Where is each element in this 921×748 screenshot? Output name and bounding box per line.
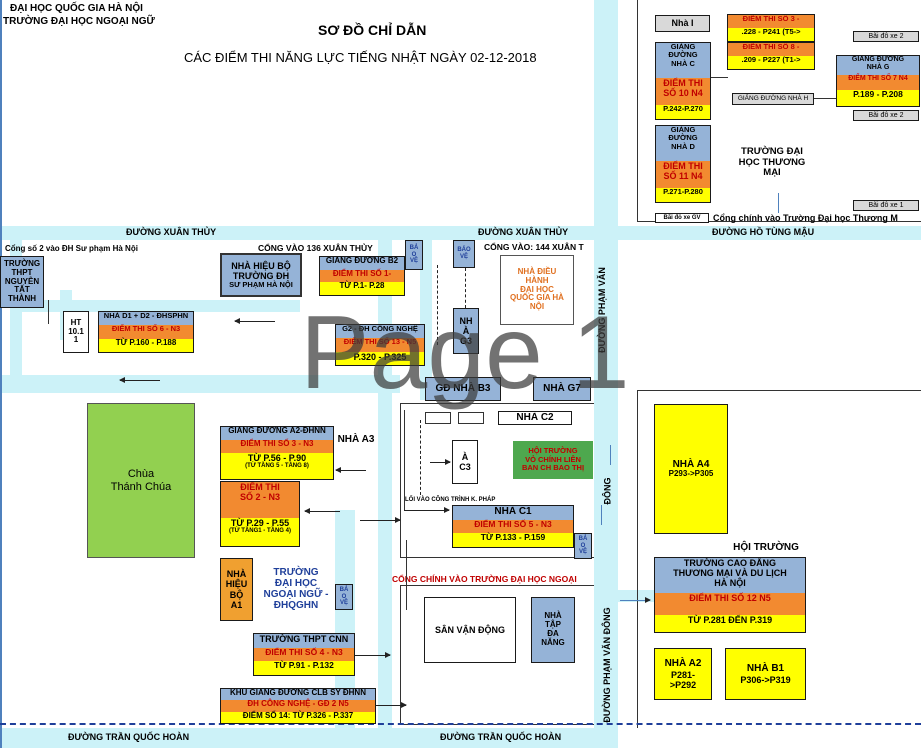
- page-subtitle: CÁC ĐIỂM THI NĂNG LỰC TIẾNG NHẬT NGÀY 02…: [184, 50, 537, 65]
- exam-site-13-g2[interactable]: G2 - ĐH CÔNG NGHỆ ĐIỂM THI SỐ 13 - N5 P.…: [335, 324, 425, 366]
- nha-i: Nhà I: [655, 15, 710, 32]
- nha-a3: NHÀ A3: [336, 430, 376, 450]
- arrow-right-4: [620, 597, 651, 603]
- side-entry-label: LỐI VÀO CÔNG TRÌNH K. PHÁP: [405, 497, 496, 503]
- hoi-truong: HỘI TRƯỜNG: [729, 540, 803, 556]
- road-inner-horizontal: [0, 375, 400, 393]
- arrow-left-1: [119, 377, 160, 383]
- path-line-4: [778, 193, 779, 213]
- small-block-2: [458, 412, 484, 424]
- label-xuan-thuy-right: ĐƯỜNG XUÂN THỦY: [478, 227, 569, 237]
- label-pham-van-dong-bottom: ĐƯỜNG PHẠM VĂN ĐÔNG: [602, 607, 612, 723]
- small-block-1: [425, 412, 451, 424]
- label-xuan-thuy-left: ĐƯỜNG XUÂN THỦY: [126, 227, 217, 237]
- road-pham-van-dong: [594, 0, 618, 748]
- path-line-6: [610, 445, 611, 465]
- arrow-right-1: [360, 517, 401, 523]
- main-gate-ulis-label: CỔNG CHÍNH VÀO TRƯỜNG ĐẠI HỌC NGOẠI: [392, 574, 577, 584]
- exam-site-3-a2[interactable]: GIẢNG ĐƯỜNG A2-ĐHNN ĐIỂM THI SỐ 3 - N3 T…: [220, 426, 334, 480]
- campus-outline-right: [637, 390, 921, 728]
- exam-site-6-d1d2[interactable]: NHÀ D1 + D2 - ĐHSPHN ĐIỂM THI SỐ 6 - N3 …: [98, 311, 194, 353]
- path-line-2: [406, 540, 407, 610]
- exam-site-8-tm[interactable]: ĐIỂM THI SỐ 8 - .209 - P227 (T1->: [727, 42, 815, 70]
- road-ho-tung-mau: [618, 226, 921, 240]
- path-line-8: [814, 98, 836, 99]
- campus-outline-tm: [637, 0, 921, 222]
- exam-site-3-tm[interactable]: ĐIỂM THI SỐ 3 - .228 - P241 (T5->: [727, 14, 815, 42]
- path-line-5: [601, 505, 602, 525]
- arrow-right-6: [404, 507, 450, 513]
- exam-site-4-thpt-cnn[interactable]: TRƯỜNG THPT CNN ĐIỂM THI SỐ 4 - N3 TỪ P.…: [253, 633, 355, 676]
- dashed-path-3: [420, 420, 421, 495]
- road-tran-quoc-hoan: [0, 728, 617, 748]
- page-watermark: Page 1: [300, 295, 630, 411]
- page-title: SƠ ĐỒ CHỈ DẪN: [318, 22, 427, 38]
- arrow-right-2: [355, 652, 391, 658]
- arrow-left-2: [234, 318, 275, 324]
- ulis-outline: [400, 403, 594, 558]
- nha-g7: NHÀ G7: [533, 377, 591, 401]
- path-line-3: [48, 300, 49, 324]
- arrow-right-5: [430, 459, 451, 465]
- road-inner-top: [10, 300, 300, 312]
- arrow-right-3: [376, 702, 407, 708]
- road-xuan-thuy: [0, 226, 617, 240]
- label-tran-quoc-hoan-right: ĐƯỜNG TRẦN QUỐC HOÀN: [440, 732, 562, 742]
- arrow-left-4: [335, 467, 366, 473]
- dashed-path-2: [465, 268, 466, 308]
- nha-a2: NHÀ A2 P281->P292: [654, 648, 712, 700]
- boundary-dashed-line: [0, 723, 921, 725]
- gate-144-label: CỔNG VÀO: 144 XUÂN T: [484, 242, 584, 252]
- border-left: [0, 0, 2, 748]
- path-line-7: [711, 77, 728, 78]
- parking-1: Bãi đỗ xe 1: [853, 200, 919, 211]
- org-line-2: TRƯỜNG ĐẠI HỌC NGOẠI NGỮ: [3, 16, 155, 27]
- exam-site-5-c1[interactable]: NHÀ C1 ĐIỂM THI SỐ 5 - N3 TỪ P.133 - P.1…: [452, 505, 574, 548]
- parking-2a: Bãi đỗ xe 2: [853, 31, 919, 42]
- exam-site-14-clb[interactable]: KHU GIẢNG ĐƯỜNG CLB SY ĐHNN ĐH CÔNG NGHỆ…: [220, 688, 376, 724]
- label-ho-tung-mau: ĐƯỜNG HỒ TÙNG MẬU: [712, 227, 815, 237]
- parking-gv: Bãi đỗ xe GV: [655, 213, 709, 223]
- dashed-path-1: [437, 265, 438, 345]
- nha-c2: NHÀ C2: [498, 411, 572, 425]
- gd-nha-h: GIẢNG ĐƯỜNG NHÀ H: [732, 93, 814, 105]
- arrow-left-3: [304, 508, 340, 514]
- gate-2-label: Cổng số 2 vào ĐH Sư phạm Hà Nội: [5, 244, 138, 253]
- path-line-1: [404, 410, 405, 510]
- tm-gate-label: Cổng chính vào Trường Đại học Thương M: [713, 213, 898, 223]
- org-line-1: ĐẠI HỌC QUỐC GIA HÀ NỘI: [10, 3, 143, 14]
- parking-2b: Bãi đỗ xe 2: [853, 110, 919, 121]
- san-van-dong: SÂN VẬN ĐỘNG: [424, 597, 516, 663]
- label-pham-van-dong-mid: ĐÔNG: [602, 477, 613, 505]
- gd-nha-b3: GĐ NHÀ B3: [425, 377, 501, 401]
- exam-site-1-b2[interactable]: GIẢNG ĐƯỜNG B2 ĐIỂM THI SỐ 1- TỪ P.1- P.…: [319, 256, 405, 296]
- label-tran-quoc-hoan-left: ĐƯỜNG TRẦN QUỐC HOÀN: [68, 732, 190, 742]
- gate-136-label: CỔNG VÀO 136 XUÂN THỦY: [258, 243, 373, 253]
